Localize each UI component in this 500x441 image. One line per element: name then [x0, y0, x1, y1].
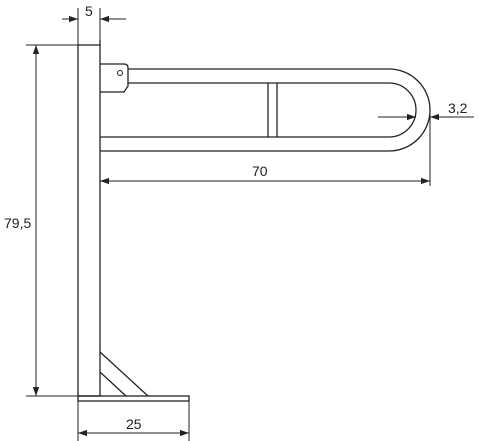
u-shaped-grab-bar	[100, 68, 431, 152]
reach-label: 70	[252, 163, 268, 179]
gusset-lines	[99, 351, 149, 397]
tube-inner-edge	[100, 82, 417, 138]
height-label: 79,5	[4, 215, 31, 231]
dimension-height: 79,5	[4, 44, 78, 397]
hinge-pin	[117, 70, 123, 76]
base-plate	[77, 395, 190, 402]
vertical-post	[77, 40, 101, 397]
base-width-label: 25	[126, 416, 142, 432]
dimension-reach: 70	[100, 110, 431, 186]
hinge-bracket	[100, 63, 129, 93]
base-plate-outline	[77, 395, 190, 402]
hinge-outline	[100, 63, 129, 93]
tube-diameter-label: 3,2	[448, 100, 468, 116]
dimension-base-width: 25	[77, 401, 190, 441]
dimension-top-width: 5	[62, 3, 126, 45]
support-gusset	[99, 351, 149, 397]
post-outline	[77, 44, 101, 397]
tube-outer-edge	[100, 68, 431, 152]
top-width-label: 5	[85, 3, 93, 19]
dimension-tube-diameter: 3,2	[378, 100, 474, 121]
